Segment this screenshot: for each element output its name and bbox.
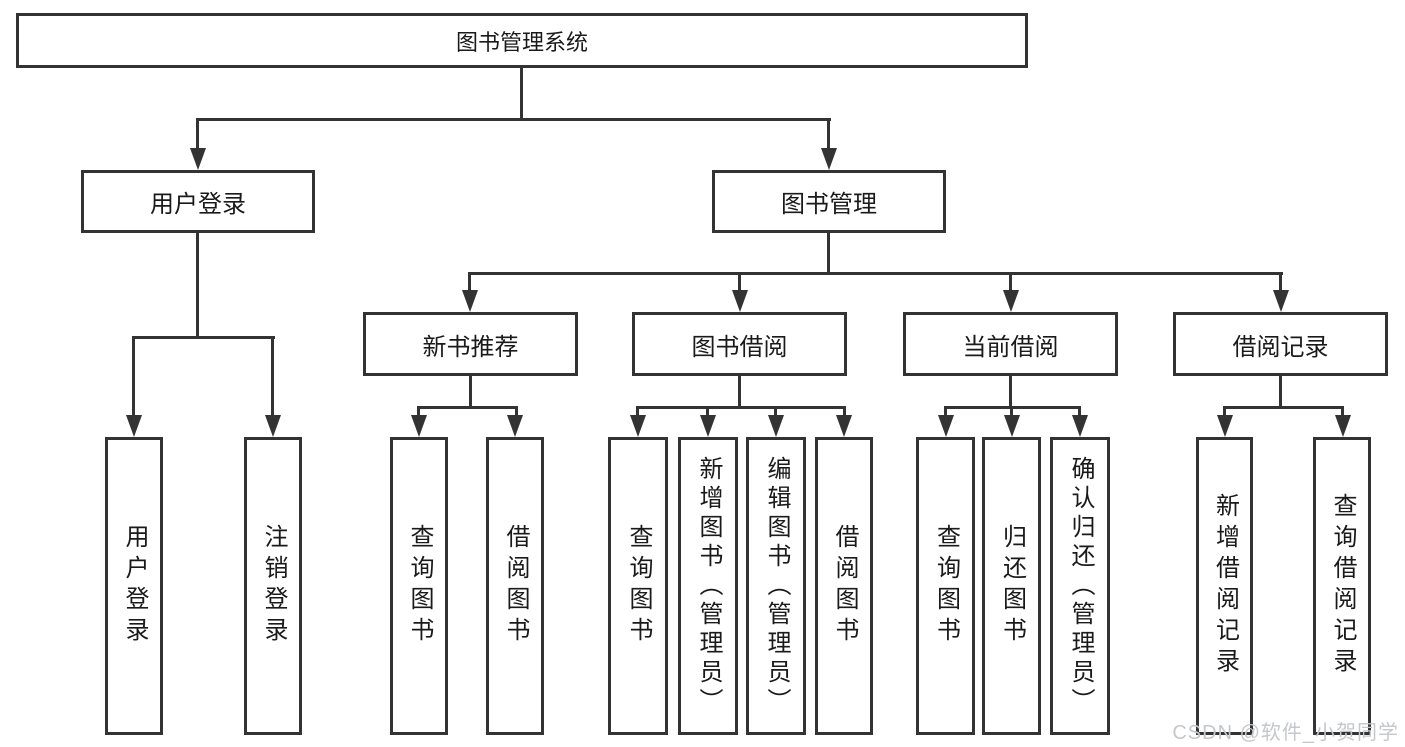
- leaf-user-login: 用户登录: [105, 437, 163, 735]
- leaf-query-books-current: 查询图书: [916, 437, 975, 735]
- connector-arrow-down: [732, 290, 748, 312]
- node-new-book-recommend-label: 新书推荐: [422, 333, 519, 361]
- connector-line: [738, 272, 741, 292]
- leaf-logout-login: 注销登录: [244, 437, 302, 735]
- connector-line: [196, 118, 199, 150]
- node-borrow-record-label: 借阅记录: [1232, 333, 1329, 361]
- connector-line: [944, 406, 947, 418]
- root-node-library-system: 图书管理系统: [16, 13, 1028, 68]
- leaf-return-books-label: 归还图书: [998, 524, 1026, 648]
- connector-line: [1223, 406, 1226, 418]
- connector-arrow-down: [768, 415, 784, 437]
- node-current-borrow: 当前借阅: [903, 312, 1118, 376]
- connector-new-book-bar: [417, 406, 518, 409]
- connector-arrow-down: [462, 290, 478, 312]
- connector-line: [468, 272, 471, 292]
- connector-line: [774, 406, 777, 418]
- connector-arrow-down: [836, 415, 852, 437]
- connector-arrow-down: [938, 415, 954, 437]
- leaf-query-books-borrow-label: 查询图书: [625, 524, 652, 648]
- leaf-edit-books-admin: 编辑图书（管理员）: [746, 437, 806, 735]
- connector-line: [271, 336, 274, 416]
- connector-line: [843, 406, 846, 418]
- leaf-add-borrow-record: 新增借阅记录: [1196, 437, 1253, 735]
- connector-arrow-down: [126, 415, 142, 437]
- connector-book-borrow-stem: [738, 376, 741, 406]
- watermark: CSDN @软件_小贺同学: [1172, 722, 1399, 744]
- connector-arrow-down: [700, 415, 716, 437]
- connector-root-stem: [520, 67, 523, 118]
- connector-arrow-down: [507, 415, 523, 437]
- leaf-add-books-admin-label: 新增图书（管理员）: [695, 455, 722, 717]
- connector-current-borrow-stem: [1009, 376, 1012, 406]
- root-node-label: 图书管理系统: [455, 29, 588, 55]
- connector-arrow-down: [1072, 415, 1088, 437]
- connector-line: [132, 336, 135, 416]
- leaf-user-login-label: 用户登录: [121, 524, 148, 648]
- connector-arrow-down: [630, 415, 646, 437]
- leaf-query-books-newbook-label: 查询图书: [406, 524, 433, 648]
- leaf-query-books-current-label: 查询图书: [932, 524, 960, 648]
- connector-borrow-record-bar: [1223, 406, 1344, 409]
- leaf-borrow-books-label: 借阅图书: [831, 524, 858, 648]
- connector-new-book-stem: [469, 376, 472, 406]
- node-book-management-label: 图书管理: [781, 191, 877, 218]
- connector-arrow-down: [265, 415, 281, 437]
- connector-line: [1078, 406, 1081, 418]
- node-book-borrow: 图书借阅: [632, 312, 847, 376]
- leaf-return-books: 归还图书: [982, 437, 1041, 735]
- connector-root-bar: [196, 118, 831, 121]
- connector-line: [417, 406, 420, 418]
- connector-line: [706, 406, 709, 418]
- node-user-login-label: 用户登录: [150, 191, 246, 218]
- node-user-login: 用户登录: [81, 170, 315, 233]
- connector-line: [1010, 406, 1013, 418]
- connector-arrow-down: [1003, 290, 1019, 312]
- connector-user-login-stem: [196, 233, 199, 336]
- connector-borrow-record-stem: [1279, 376, 1282, 406]
- connector-arrow-down: [1004, 415, 1020, 437]
- node-borrow-record: 借阅记录: [1173, 312, 1388, 376]
- connector-line: [1279, 272, 1282, 292]
- connector-line: [515, 406, 518, 418]
- connector-arrow-down: [411, 415, 427, 437]
- connector-arrow-down: [190, 148, 206, 170]
- leaf-query-borrow-record: 查询借阅记录: [1313, 437, 1371, 735]
- connector-book-management-bar: [468, 272, 1283, 275]
- leaf-query-books-newbook: 查询图书: [390, 437, 448, 735]
- node-current-borrow-label: 当前借阅: [962, 333, 1059, 361]
- connector-user-login-bar: [132, 336, 275, 339]
- connector-line: [1009, 272, 1012, 292]
- connector-arrow-down: [1335, 415, 1351, 437]
- leaf-borrow-books-newbook-label: 借阅图书: [502, 524, 529, 648]
- connector-arrow-down: [1273, 290, 1289, 312]
- leaf-confirm-return-admin-label: 确认归还（管理员）: [1067, 455, 1094, 717]
- leaf-add-books-admin: 新增图书（管理员）: [678, 437, 738, 735]
- leaf-confirm-return-admin: 确认归还（管理员）: [1050, 437, 1110, 735]
- connector-book-management-stem: [827, 233, 830, 272]
- connector-line: [827, 118, 830, 150]
- leaf-edit-books-admin-label: 编辑图书（管理员）: [763, 455, 790, 717]
- leaf-add-borrow-record-label: 新增借阅记录: [1211, 493, 1239, 679]
- connector-book-borrow-bar: [636, 406, 846, 409]
- node-book-borrow-label: 图书借阅: [691, 333, 788, 361]
- connector-arrow-down: [1217, 415, 1233, 437]
- node-book-management: 图书管理: [712, 170, 946, 233]
- connector-line: [636, 406, 639, 418]
- node-new-book-recommend: 新书推荐: [363, 312, 578, 376]
- leaf-query-books-borrow: 查询图书: [608, 437, 668, 735]
- connector-line: [1341, 406, 1344, 418]
- leaf-borrow-books: 借阅图书: [815, 437, 873, 735]
- leaf-query-borrow-record-label: 查询借阅记录: [1329, 493, 1356, 679]
- leaf-borrow-books-newbook: 借阅图书: [486, 437, 544, 735]
- connector-arrow-down: [821, 148, 837, 170]
- leaf-logout-login-label: 注销登录: [260, 524, 287, 648]
